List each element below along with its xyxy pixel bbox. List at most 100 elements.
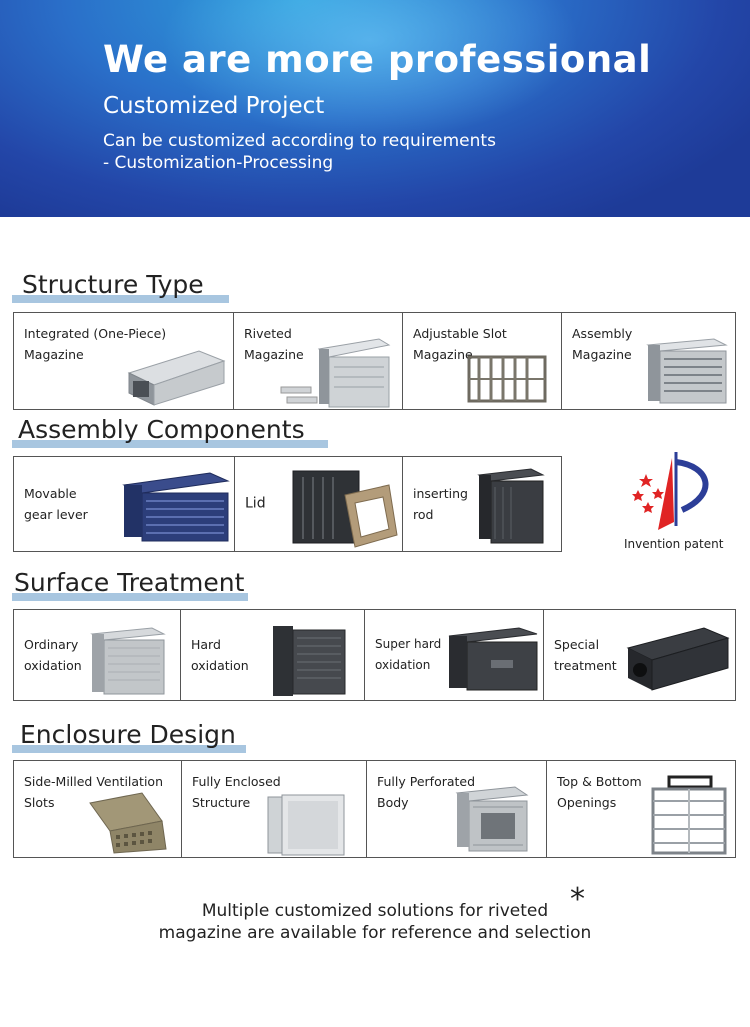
item-label-line2: Magazine (244, 347, 304, 362)
item-label-line1: Ordinary (24, 637, 79, 652)
item-label-line1: inserting (413, 486, 468, 501)
item-label-line1: Super hard (375, 637, 442, 651)
item-label-line1: Top & Bottom (557, 774, 642, 789)
item-label-line1: Hard (191, 637, 221, 652)
enclosure-design-grid: Side-Milled Ventilation Slots Fully Encl… (13, 760, 736, 858)
item-label-line2: oxidation (24, 658, 82, 673)
fully-enclosed-image (267, 794, 345, 856)
invention-patent-badge: Invention patent (618, 448, 738, 558)
lid-image (292, 470, 398, 548)
enclosure-heading-underline (12, 745, 246, 753)
item-label-line2: oxidation (375, 658, 431, 672)
ordinary-oxidation-image (90, 627, 166, 695)
patent-logo-icon (632, 452, 709, 530)
special-treatment-image (626, 627, 730, 691)
structure-heading: Structure Type (22, 270, 204, 299)
item-label-line1: Side-Milled Ventilation (24, 774, 163, 789)
asterisk-mark: * (570, 882, 585, 917)
assembly-item-gear-lever[interactable]: Movable gear lever (14, 457, 235, 551)
footer-line2: magazine are available for reference and… (158, 923, 592, 943)
item-label: inserting rod (413, 483, 561, 525)
hard-oxidation-image (273, 626, 346, 696)
item-label: Special treatment (554, 634, 714, 676)
item-label: Assembly Magazine (572, 323, 732, 365)
item-label-line2: Magazine (572, 347, 632, 362)
item-label-line2: Slots (24, 795, 55, 810)
adjustable-slot-magazine-image (467, 355, 547, 403)
structure-item-riveted[interactable]: Riveted Magazine (234, 313, 403, 409)
item-label-line1: Fully Enclosed (192, 774, 281, 789)
patent-caption: Invention patent (624, 537, 724, 551)
item-label: Fully Enclosed Structure (192, 771, 352, 813)
assembly-item-lid[interactable]: Lid (235, 457, 403, 551)
assembly-item-inserting-rod[interactable]: inserting rod (403, 457, 561, 551)
assembly-components-grid: Movable gear lever Lid in (13, 456, 562, 552)
hero-banner: We are more professional Customized Proj… (0, 0, 750, 217)
assembly-magazine-image (646, 338, 728, 404)
surface-item-ordinary-oxidation[interactable]: Ordinary oxidation (14, 610, 181, 700)
inserting-rod-image (477, 468, 545, 544)
surface-heading: Surface Treatment (14, 568, 245, 597)
footer-note: Multiple customized solutions for rivete… (0, 900, 750, 944)
item-label-line2: treatment (554, 658, 617, 673)
side-milled-slots-image (89, 792, 167, 854)
enclosure-heading: Enclosure Design (20, 720, 236, 749)
banner-description: Can be customized according to requireme… (103, 130, 496, 174)
item-label-line1: Lid (245, 495, 266, 512)
structure-item-adjustable-slot[interactable]: Adjustable Slot Magazine (403, 313, 562, 409)
item-label: Movable gear lever (24, 483, 184, 525)
item-label-line2: Openings (557, 795, 617, 810)
structure-item-integrated[interactable]: Integrated (One-Piece) Magazine (14, 313, 234, 409)
item-label-line2: gear lever (24, 507, 88, 522)
riveted-magazine-image (280, 338, 391, 408)
item-label-line1: Special (554, 637, 600, 652)
banner-glow (160, 0, 580, 140)
item-label: Riveted Magazine (244, 323, 402, 365)
enclosure-item-side-milled[interactable]: Side-Milled Ventilation Slots (14, 761, 182, 857)
item-label-line2: Body (377, 795, 409, 810)
enclosure-item-fully-perforated[interactable]: Fully Perforated Body (367, 761, 547, 857)
surface-item-special-treatment[interactable]: Special treatment (544, 610, 735, 700)
structure-type-grid: Integrated (One-Piece) Magazine Riveted … (13, 312, 736, 410)
item-label: Lid (245, 494, 402, 515)
item-label: Side-Milled Ventilation Slots (24, 771, 181, 813)
item-label-line1: Fully Perforated (377, 774, 476, 789)
fully-perforated-image (455, 786, 529, 852)
surface-item-super-hard-oxidation[interactable]: Super hard oxidation (365, 610, 544, 700)
gear-lever-image (122, 472, 230, 542)
item-label-line2: Structure (192, 795, 251, 810)
structure-item-assembly[interactable]: Assembly Magazine (562, 313, 735, 409)
top-bottom-openings-image (651, 775, 727, 855)
enclosure-item-fully-enclosed[interactable]: Fully Enclosed Structure (182, 761, 367, 857)
super-hard-oxidation-image (448, 627, 538, 691)
banner-desc-line2: - Customization-Processing (103, 153, 334, 173)
item-label: Hard oxidation (191, 634, 351, 676)
item-label-line2: rod (413, 507, 434, 522)
item-label: Integrated (One-Piece) Magazine (24, 323, 184, 365)
item-label-line2: oxidation (191, 658, 249, 673)
item-label-line1: Adjustable Slot (413, 326, 507, 341)
assembly-heading: Assembly Components (18, 415, 305, 444)
item-label: Ordinary oxidation (24, 634, 180, 676)
footer-line1: Multiple customized solutions for rivete… (201, 901, 549, 921)
item-label-line2: Magazine (413, 347, 473, 362)
surface-item-hard-oxidation[interactable]: Hard oxidation (181, 610, 365, 700)
item-label-line1: Integrated (One-Piece) (24, 326, 167, 341)
structure-heading-underline (12, 295, 229, 303)
surface-heading-underline (12, 593, 248, 601)
item-label-line2: Magazine (24, 347, 84, 362)
item-label: Super hard oxidation (375, 634, 535, 676)
item-label: Top & Bottom Openings (557, 771, 717, 813)
item-label: Fully Perforated Body (377, 771, 537, 813)
banner-title: We are more professional (103, 38, 652, 81)
surface-treatment-grid: Ordinary oxidation Hard oxidation (13, 609, 736, 701)
item-label: Adjustable Slot Magazine (413, 323, 561, 365)
integrated-magazine-image (127, 350, 226, 406)
item-label-line1: Riveted (244, 326, 292, 341)
item-label-line1: Movable (24, 486, 77, 501)
assembly-heading-underline (12, 440, 328, 448)
item-label-line1: Assembly (572, 326, 633, 341)
banner-subtitle: Customized Project (103, 93, 325, 119)
banner-desc-line1: Can be customized according to requireme… (103, 131, 496, 151)
enclosure-item-top-bottom-openings[interactable]: Top & Bottom Openings (547, 761, 735, 857)
